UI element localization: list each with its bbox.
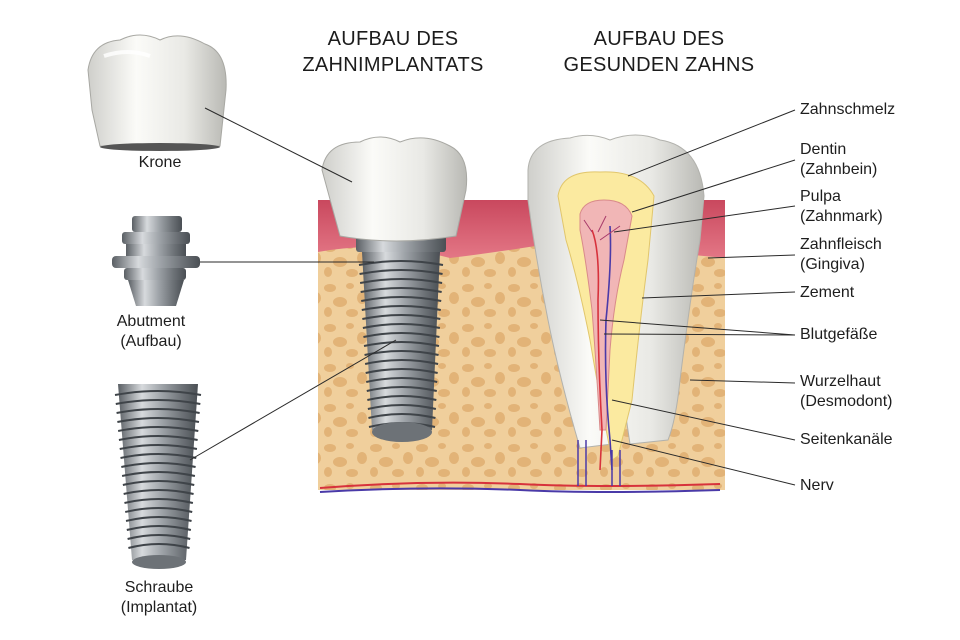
title-healthy-line-1: AUFBAU DES: [593, 28, 725, 50]
thread-ridge: [362, 314, 441, 320]
thread-ridge: [117, 417, 200, 423]
label-nerve: Nerv: [800, 477, 834, 494]
thread-ridge: [361, 305, 441, 311]
label-cementum: Zement: [800, 284, 855, 301]
thread-ridge: [119, 444, 198, 450]
thread-ridge: [124, 498, 194, 504]
title-implant-line-2: ZAHNIMPLANTATS: [302, 54, 484, 76]
thread-ridge: [128, 543, 190, 549]
title-implant: AUFBAU DES ZAHNIMPLANTATS: [302, 26, 484, 78]
thread-ridge: [365, 368, 438, 374]
thread-ridge: [118, 435, 198, 441]
thread-ridge: [123, 489, 194, 495]
thread-ridge: [127, 534, 191, 540]
nerve-artery: [319, 481, 721, 489]
label-abutment: Abutment (Aufbau): [116, 313, 186, 350]
abutment-part: [112, 216, 200, 306]
thread-ridge: [362, 323, 441, 329]
thread-ridge: [367, 395, 437, 401]
thread-ridge: [126, 525, 192, 531]
title-healthy-line-2: GESUNDEN ZAHNS: [563, 54, 755, 76]
thread-ridge: [366, 377, 438, 383]
thread-ridge: [368, 413, 436, 419]
thread-ridge: [364, 350, 439, 356]
thread-ridge: [359, 269, 443, 275]
title-healthy: AUFBAU DES GESUNDEN ZAHNS: [556, 26, 762, 78]
label-enamel: Zahnschmelz: [800, 101, 896, 118]
label-pulp: Pulpa (Zahnmark): [800, 188, 883, 225]
thread-ridge: [116, 408, 200, 414]
thread-ridge: [117, 426, 199, 432]
thread-ridge: [121, 462, 196, 468]
label-dentin: Dentin (Zahnbein): [800, 141, 878, 178]
label-periodontium: Wurzelhaut (Desmodont): [800, 373, 893, 410]
thread-ridge: [360, 287, 442, 293]
crown-part: [87, 34, 227, 151]
label-crown: Krone: [138, 154, 182, 171]
thread-ridge: [363, 332, 440, 338]
thread-ridge: [358, 260, 444, 266]
thread-ridge: [361, 296, 442, 302]
thread-ridge: [115, 399, 201, 405]
label-lateral-canals: Seitenkanäle: [800, 431, 893, 448]
label-gingiva: Zahnfleisch (Gingiva): [800, 236, 882, 273]
screw-part: [114, 384, 202, 569]
thread-ridge: [367, 404, 437, 410]
implant-assembly: [321, 136, 468, 442]
thread-ridge: [125, 516, 192, 522]
thread-ridge: [114, 390, 202, 396]
nerve-vein: [319, 487, 721, 493]
thread-ridge: [122, 480, 195, 486]
thread-ridge: [120, 453, 197, 459]
thread-ridge: [121, 471, 196, 477]
label-screw: Schraube (Implantat): [120, 579, 198, 616]
thread-ridge: [125, 507, 193, 513]
thread-ridge: [366, 386, 438, 392]
thread-ridge: [364, 359, 439, 365]
title-implant-line-1: AUFBAU DES: [327, 28, 459, 50]
thread-ridge: [359, 278, 443, 284]
thread-ridge: [363, 341, 440, 347]
label-vessels: Blutgefäße: [800, 326, 878, 343]
healthy-tooth: [527, 134, 705, 471]
